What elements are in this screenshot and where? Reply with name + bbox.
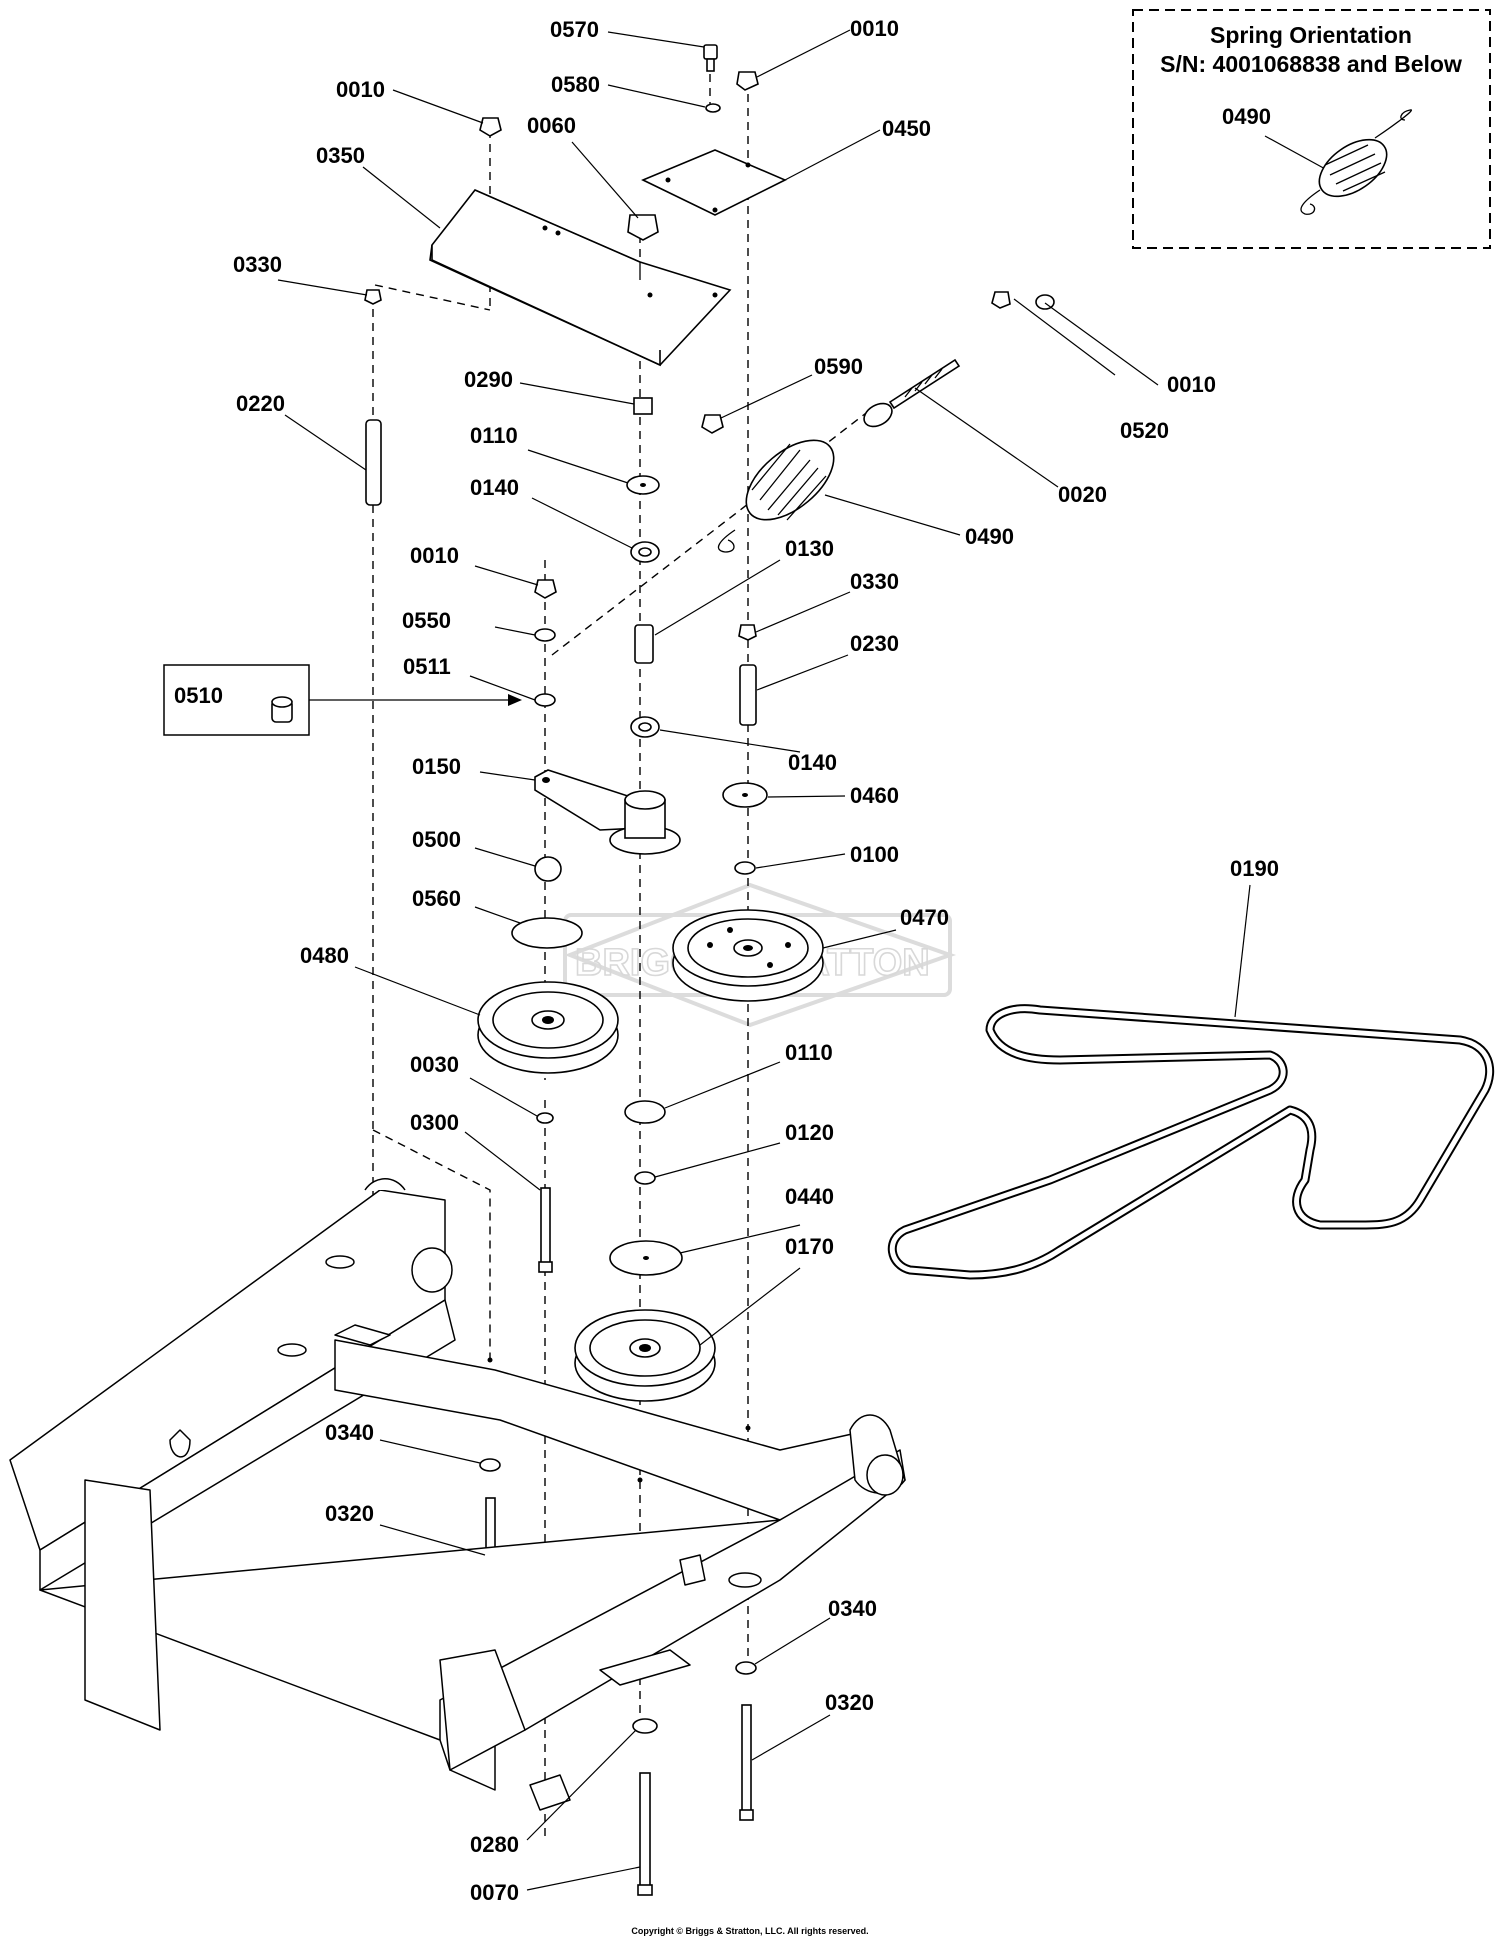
idler-pulley-0170 [574, 1309, 716, 1402]
callout-0570: 0570 [550, 17, 599, 42]
drive-belt-0190 [887, 1004, 1495, 1280]
callout-0120: 0120 [785, 1120, 834, 1145]
callout-0330-left: 0330 [233, 252, 282, 277]
part-0510-inset: 0510 [163, 664, 522, 736]
callout-0440: 0440 [785, 1184, 834, 1209]
callout-0110-upper: 0110 [470, 423, 518, 448]
callout-0100: 0100 [850, 842, 899, 867]
callout-0300: 0300 [410, 1110, 459, 1135]
cover-plate-0450 [641, 149, 787, 216]
callout-0330-right: 0330 [850, 569, 899, 594]
callout-0320-right: 0320 [825, 1690, 874, 1715]
callout-0010-mid: 0010 [410, 543, 459, 568]
callout-0030: 0030 [410, 1052, 459, 1077]
copyright-notice: Copyright © Briggs & Stratton, LLC. All … [631, 1926, 868, 1936]
callout-0550: 0550 [402, 608, 451, 633]
callout-0470: 0470 [900, 905, 949, 930]
callout-0010-top-left: 0010 [336, 77, 385, 102]
callout-0130: 0130 [785, 536, 834, 561]
callout-0340-right: 0340 [828, 1596, 877, 1621]
callout-0010-top-right: 0010 [850, 16, 899, 41]
eyebolt-0020 [863, 291, 1055, 428]
flat-idler-pulley-0470 [672, 909, 824, 1002]
callout-0190: 0190 [1230, 856, 1279, 881]
callout-0060: 0060 [527, 113, 576, 138]
callout-0020: 0020 [1058, 482, 1107, 507]
callout-0290: 0290 [464, 367, 513, 392]
callout-0070: 0070 [470, 1880, 519, 1905]
callout-0340-left: 0340 [325, 1420, 374, 1445]
mower-frame [9, 1178, 906, 1811]
callout-0170: 0170 [785, 1234, 834, 1259]
callout-0110-lower: 0110 [785, 1040, 833, 1065]
callout-leaders [277, 29, 1251, 1891]
inset-title: Spring Orientation [1210, 22, 1412, 48]
inset-spring-icon [1300, 109, 1413, 215]
callout-labels: 0570 0010 0010 0580 0060 0450 0350 0330 … [233, 16, 1279, 1905]
callout-0220: 0220 [236, 391, 285, 416]
tension-spring-0490 [717, 439, 835, 553]
callout-0450: 0450 [882, 116, 931, 141]
callout-0140-upper: 0140 [470, 475, 519, 500]
callout-0010-far-right: 0010 [1167, 372, 1216, 397]
inset-serial: S/N: 4001068838 and Below [1160, 51, 1462, 77]
callout-0480: 0480 [300, 943, 349, 968]
callout-0560: 0560 [412, 886, 461, 911]
callout-0520: 0520 [1120, 418, 1169, 443]
callout-0230: 0230 [850, 631, 899, 656]
callout-0320-left: 0320 [325, 1501, 374, 1526]
spring-orientation-inset: Spring Orientation S/N: 4001068838 and B… [1132, 9, 1491, 249]
callout-0280: 0280 [470, 1832, 519, 1857]
inset-part-label: 0490 [1222, 104, 1271, 129]
callout-0580: 0580 [551, 72, 600, 97]
callout-0490: 0490 [965, 524, 1014, 549]
callout-0150: 0150 [412, 754, 461, 779]
callout-0510: 0510 [174, 683, 223, 708]
callout-0350: 0350 [316, 143, 365, 168]
callout-0140-lower: 0140 [788, 750, 837, 775]
callout-0590: 0590 [814, 354, 863, 379]
callout-0511: 0511 [403, 654, 451, 679]
callout-0500: 0500 [412, 827, 461, 852]
idler-arm-0150 [534, 769, 681, 855]
idler-pulley-0480 [477, 981, 619, 1074]
callout-0460: 0460 [850, 783, 899, 808]
idler-bracket-0350 [429, 189, 732, 367]
